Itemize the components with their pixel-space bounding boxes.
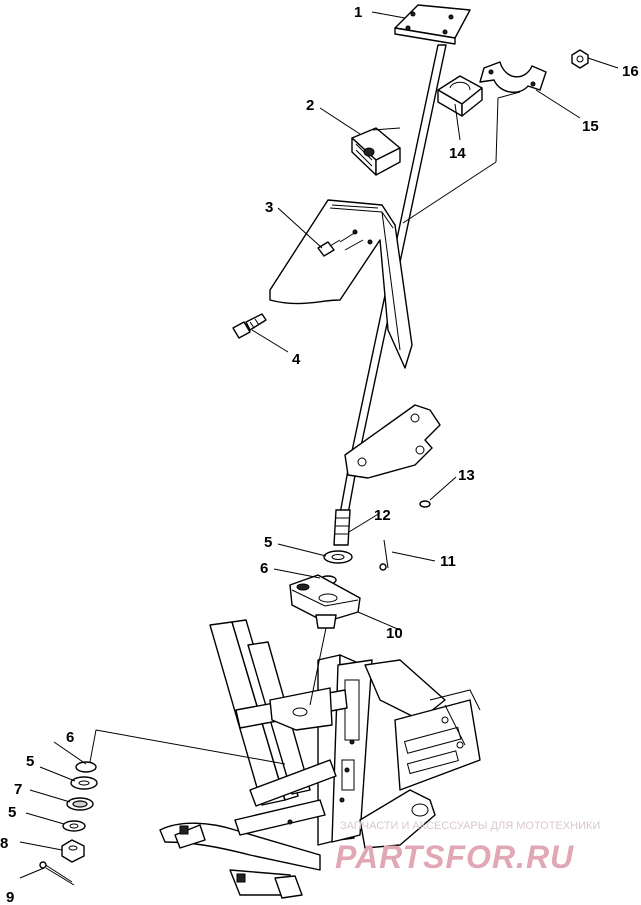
- vehicle-frame: [159, 619, 481, 899]
- callout-13: 13: [458, 467, 475, 484]
- callout-16: 16: [622, 63, 639, 80]
- callout-15: 15: [582, 118, 599, 135]
- callout-10: 10: [386, 625, 403, 642]
- cotter-13: [419, 500, 431, 508]
- hood-bracket: [269, 199, 413, 369]
- bolt-4: [232, 313, 267, 339]
- bearing-block: [289, 574, 361, 629]
- callout-2: 2: [306, 97, 314, 114]
- pin-11: [379, 539, 389, 571]
- handlebar-mount-plate: [394, 4, 471, 45]
- steering-bushing: [351, 127, 401, 176]
- callout-9: 9: [6, 889, 14, 905]
- callout-12: 12: [374, 507, 391, 524]
- callout-4: 4: [292, 351, 301, 368]
- callout-labels: 1 2 3 4 5 6 6 5 7 5 8 9 10 11 12 13 14 1…: [0, 4, 639, 905]
- nut-16: [571, 49, 589, 69]
- callout-6-upper: 6: [260, 560, 268, 577]
- watermark: ЗАПЧАСТИ И АКСЕССУАРЫ ДЛЯ МОТОТЕХНИКИ PA…: [335, 820, 600, 875]
- lower-hardware-stack: [39, 761, 98, 886]
- watermark-site: PARTSFOR.RU: [335, 839, 574, 875]
- callout-5-lower-a: 5: [26, 753, 34, 770]
- callout-14: 14: [449, 145, 466, 162]
- rivet-3: [317, 239, 341, 257]
- callout-3: 3: [265, 199, 273, 216]
- steering-clamp: [479, 61, 547, 93]
- callout-1: 1: [354, 4, 362, 21]
- callout-5-lower-b: 5: [8, 804, 16, 821]
- bushing-half: [437, 75, 483, 117]
- steering-arm: [344, 404, 441, 479]
- watermark-tagline: ЗАПЧАСТИ И АКСЕССУАРЫ ДЛЯ МОТОТЕХНИКИ: [340, 820, 600, 832]
- callout-8: 8: [0, 835, 8, 852]
- callout-5-upper: 5: [264, 534, 272, 551]
- leader-lines: [19, 11, 619, 879]
- callout-6-lower: 6: [66, 729, 74, 746]
- callout-7: 7: [14, 781, 22, 798]
- callout-11: 11: [440, 553, 456, 570]
- shaft-end-12: [333, 509, 351, 546]
